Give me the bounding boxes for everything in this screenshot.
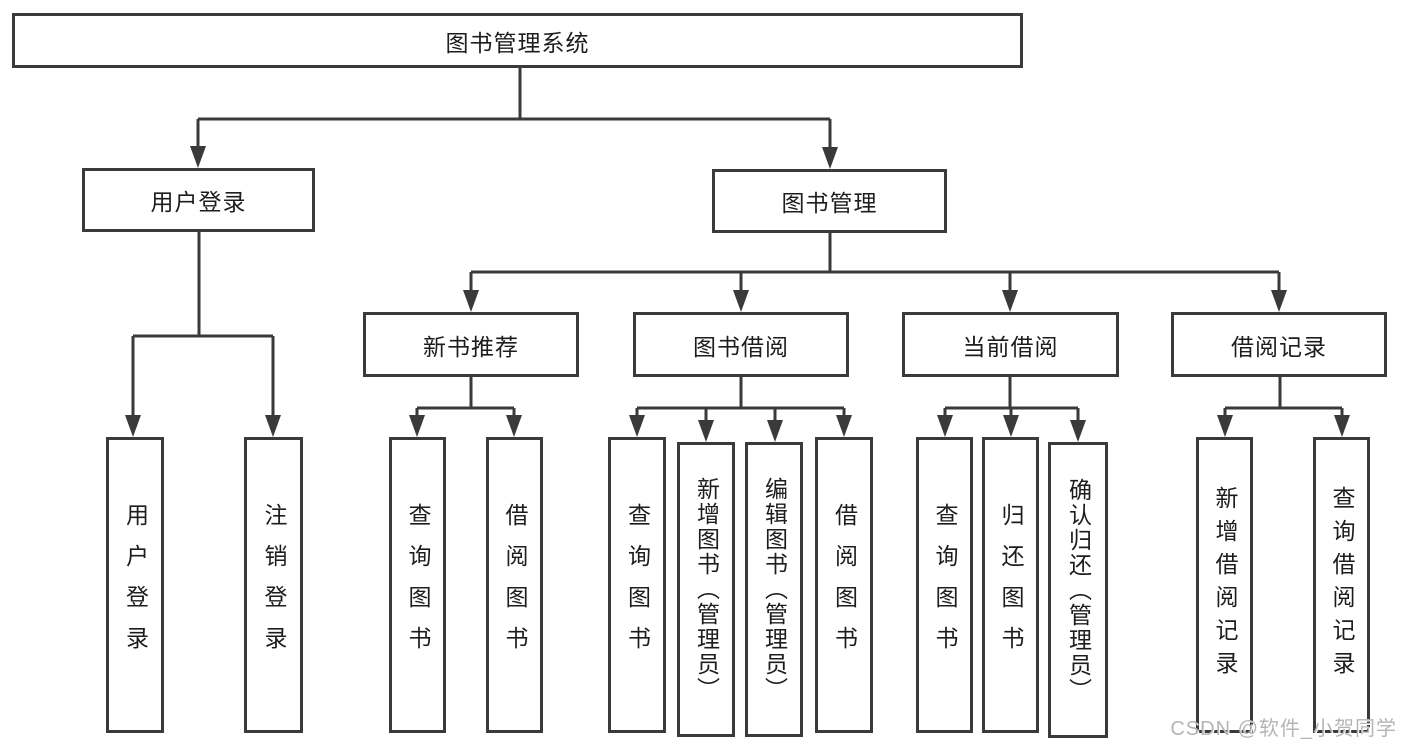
- node-book-management: 图书管理: [712, 169, 947, 233]
- leaf-logout-login: 注销登录: [244, 437, 303, 733]
- node-borrow-records: 借阅记录: [1171, 312, 1387, 377]
- leaf-bb-query-books: 查询图书: [608, 437, 666, 733]
- leaf-cb-return-books: 归还图书: [982, 437, 1039, 733]
- leaf-user-login: 用户登录: [106, 437, 164, 733]
- csdn-watermark: CSDN @软件_小贺同学: [1170, 718, 1397, 740]
- leaf-br-query-record: 查询借阅记录: [1313, 437, 1370, 733]
- leaf-nbr-query-books: 查询图书: [389, 437, 446, 733]
- node-root: 图书管理系统: [12, 13, 1023, 68]
- leaf-bb-add-books-admin: 新增图书（管理员）: [677, 442, 735, 737]
- node-current-borrowing: 当前借阅: [902, 312, 1119, 377]
- leaf-br-add-record: 新增借阅记录: [1196, 437, 1253, 733]
- node-new-book-recommend: 新书推荐: [363, 312, 579, 377]
- leaf-cb-confirm-return-admin: 确认归还（管理员）: [1048, 442, 1108, 738]
- leaf-bb-edit-books-admin: 编辑图书（管理员）: [745, 442, 803, 737]
- node-user-login: 用户登录: [82, 168, 315, 232]
- leaf-nbr-borrow-books: 借阅图书: [486, 437, 543, 733]
- node-book-borrowing: 图书借阅: [633, 312, 849, 377]
- leaf-cb-query-books: 查询图书: [916, 437, 973, 733]
- leaf-bb-borrow-books: 借阅图书: [815, 437, 873, 733]
